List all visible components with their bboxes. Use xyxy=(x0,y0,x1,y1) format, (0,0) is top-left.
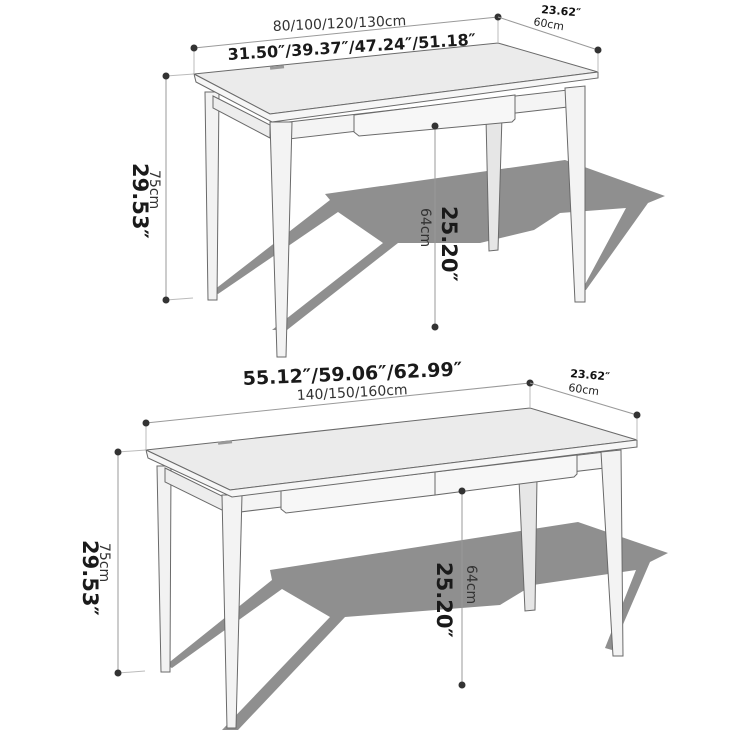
bottom-desk-back-left-leg xyxy=(156,465,172,673)
bottom-knee-cm-label: 64cm xyxy=(463,565,479,604)
top-knee-cm-label: 64cm xyxy=(417,208,433,247)
bottom-desk: 55.12″/59.06″/62.99″ 140/150/160cm 23.62… xyxy=(78,358,668,730)
bottom-width-cm-label: 140/150/160cm xyxy=(296,382,408,404)
bottom-desk-tabletop-edge xyxy=(145,439,638,498)
dim-dot xyxy=(162,296,170,304)
top-width-dim-line xyxy=(193,16,499,49)
top-depth-dim-line xyxy=(497,16,599,51)
dim-dot xyxy=(431,323,439,331)
top-desk-tabletop-edge xyxy=(193,71,599,123)
top-desk: 80/100/120/130cm 31.50″/39.37″/47.24″/51… xyxy=(128,3,665,358)
dim-dot xyxy=(114,448,122,456)
dim-dot xyxy=(458,487,466,495)
dim-dot xyxy=(114,669,122,677)
dim-dot xyxy=(142,419,150,427)
top-width-cm-label: 80/100/120/130cm xyxy=(272,13,406,35)
bottom-desk-front-left-leg xyxy=(221,494,243,729)
top-desk-cable-grommet xyxy=(269,65,285,70)
dim-dot xyxy=(431,122,439,130)
dim-dot xyxy=(458,681,466,689)
dim-dot xyxy=(633,411,641,419)
top-desk-back-left-leg xyxy=(204,91,220,301)
top-height-cm-label: 75cm xyxy=(146,170,162,209)
top-desk-front-right-leg xyxy=(564,85,586,303)
bottom-depth-cm-label: 60cm xyxy=(568,381,600,398)
top-desk-front-left-leg xyxy=(269,121,293,358)
dim-dot xyxy=(190,44,198,52)
top-depth-cm-label: 60cm xyxy=(532,15,565,33)
bottom-depth-in-label: 23.62″ xyxy=(570,367,611,383)
top-height-in-label: 29.53″ xyxy=(128,163,152,239)
top-knee-in-label: 25.20″ xyxy=(437,206,461,282)
bottom-height-cm-label: 75cm xyxy=(96,543,112,582)
top-desk-drawer xyxy=(353,94,516,137)
bottom-desk-shadow xyxy=(166,522,668,730)
bottom-depth-dim-line xyxy=(529,382,638,416)
bottom-height-in-label: 29.53″ xyxy=(78,540,102,616)
bottom-desk-drawer-right xyxy=(434,454,578,496)
bottom-desk-front-right-leg xyxy=(600,449,624,657)
top-desk-shadow xyxy=(214,160,665,330)
top-depth-in-label: 23.62″ xyxy=(541,3,582,19)
bottom-knee-in-label: 25.20″ xyxy=(432,562,456,638)
bottom-desk-cable-grommet xyxy=(217,440,233,445)
dim-dot xyxy=(594,46,602,54)
bottom-width-dim-line xyxy=(145,382,531,424)
dim-dot xyxy=(162,72,170,80)
